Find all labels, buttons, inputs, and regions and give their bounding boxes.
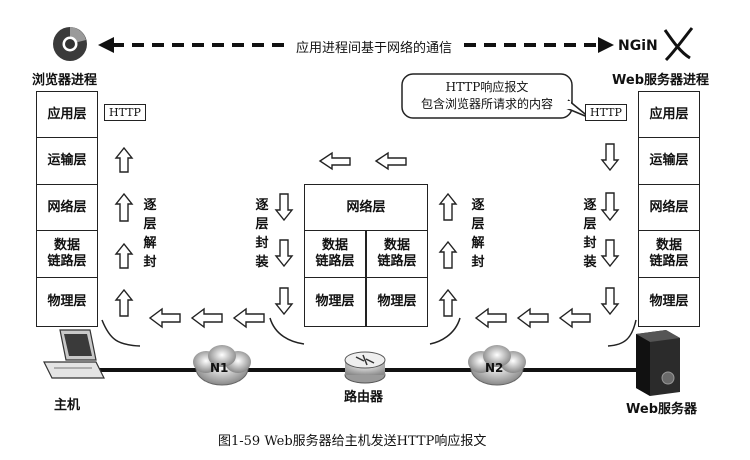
connection-curves	[101, 317, 637, 347]
router-right-text: 逐层解封	[471, 198, 485, 270]
server-layer-datalink: 数据 链路层	[638, 230, 700, 278]
top-dashed-arrow	[98, 37, 614, 53]
server-process-title: Web服务器进程	[612, 73, 709, 88]
cloud-n1-icon	[193, 345, 251, 386]
svg-text:NGiN: NGiN	[618, 38, 658, 54]
top-banner-label: 应用进程间基于网络的通信	[296, 41, 453, 56]
router-datalink-right: 数据 链路层	[366, 230, 428, 278]
router-label: 路由器	[344, 390, 384, 405]
router-datalink-left: 数据 链路层	[304, 230, 366, 278]
router-network-layer: 网络层	[304, 184, 428, 231]
browser-side-text: 逐层解封	[143, 198, 157, 270]
browser-layer-transport: 运输层	[36, 137, 98, 185]
server-layer-transport: 运输层	[638, 137, 700, 185]
callout-line-2: 包含浏览器所请求的内容	[420, 97, 553, 111]
browser-layer-datalink: 数据 链路层	[36, 230, 98, 278]
n2-label: N2	[485, 361, 504, 375]
browser-logo-icon	[53, 27, 87, 61]
laptop-icon	[43, 329, 105, 379]
server-side-text: 逐层封装	[583, 198, 597, 270]
router-physical-left: 物理层	[304, 277, 366, 327]
server-tower-icon	[636, 330, 680, 396]
top-left-arrows	[318, 151, 407, 171]
callout-line-1: HTTP响应报文	[445, 80, 529, 94]
server-layer-physical: 物理层	[638, 277, 700, 327]
bottom-left-arrows	[148, 307, 591, 329]
n1-label: N1	[210, 361, 229, 375]
router-down-arrows	[274, 193, 294, 316]
router-physical-right: 物理层	[366, 277, 428, 327]
figure-caption: 图1-59 Web服务器给主机发送HTTP响应报文	[218, 434, 487, 449]
browser-up-arrows	[114, 146, 134, 317]
browser-http-tag: HTTP	[104, 104, 146, 121]
server-down-arrows	[600, 143, 620, 316]
router-icon	[344, 351, 386, 384]
server-layer-network: 网络层	[638, 184, 700, 231]
server-label: Web服务器	[626, 402, 697, 417]
server-layer-application: 应用层	[638, 91, 700, 138]
cloud-n2-icon	[468, 345, 526, 386]
host-label: 主机	[54, 398, 81, 413]
server-http-tag: HTTP	[585, 104, 627, 121]
router-up-arrows	[438, 192, 458, 317]
browser-layer-application: 应用层	[36, 91, 98, 138]
browser-process-title: 浏览器进程	[32, 73, 98, 88]
router-left-text: 逐层封装	[255, 198, 269, 270]
nginx-logo-icon: NGiN	[618, 27, 694, 62]
browser-layer-network: 网络层	[36, 184, 98, 231]
browser-layer-physical: 物理层	[36, 277, 98, 327]
callout-text: HTTP响应报文 包含浏览器所请求的内容	[402, 79, 572, 113]
